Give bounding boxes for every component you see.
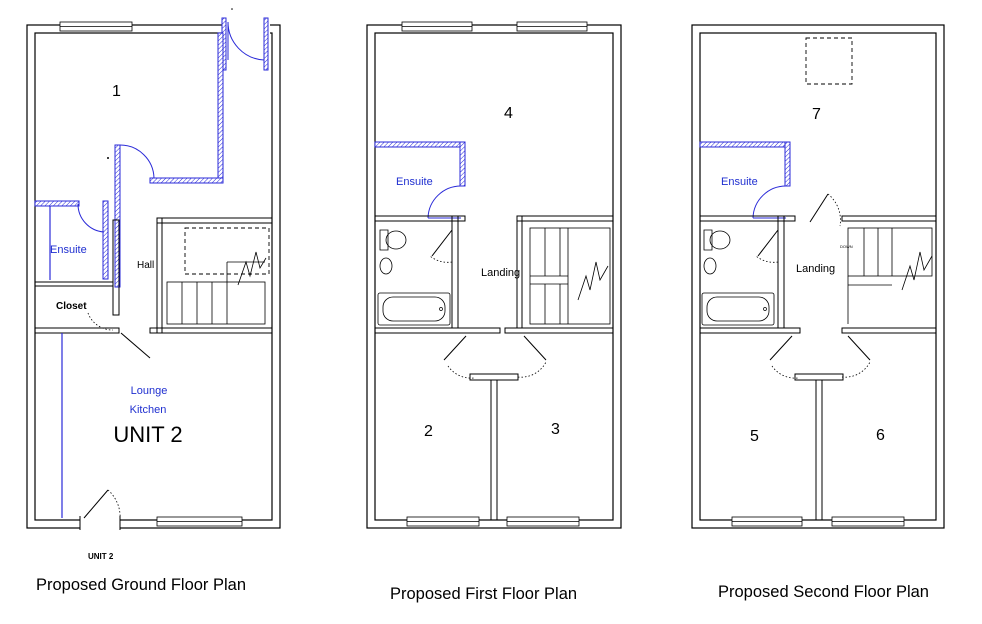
ground-floor-caption: Proposed Ground Floor Plan [36,576,246,594]
ground-ensuite-label: Ensuite [50,244,87,256]
ground-kitchen-label: Kitchen [130,404,167,416]
first-floor-caption: Proposed First Floor Plan [390,585,577,603]
second-landing-label: Landing [796,263,835,275]
entrance-door-swing [227,21,265,61]
ground-unit-title: UNIT 2 [113,422,182,447]
second-floor-caption: Proposed Second Floor Plan [718,583,929,601]
first-room-2-label: 2 [424,423,433,440]
second-room-7-label: 7 [812,106,821,123]
ground-outer-wall-inner [34,32,273,521]
first-room-4-label: 4 [504,105,513,122]
rooflight-outline [805,37,853,85]
ground-room-1-label: 1 [112,83,121,100]
second-stair-note: DOWN [840,244,853,249]
first-landing-label: Landing [481,267,520,279]
second-room-6-label: 6 [876,427,885,444]
first-room-3-label: 3 [551,421,560,438]
second-floor-plan: 7 Ensuite DOWN Landing 5 6 Proposed Seco… [691,24,945,601]
ground-unit-small-label: UNIT 2 [88,552,114,561]
ground-closet-label: Closet [56,301,87,312]
first-ensuite-label: Ensuite [396,176,433,188]
ground-floor-plan: 1 Ensuite Hall Closet Lounge Kitchen UNI… [26,8,281,594]
second-room-5-label: 5 [750,428,759,445]
first-floor-plan: 4 Ensuite Landing 2 3 Proposed First Flo… [366,21,622,603]
ground-lounge-label: Lounge [131,385,168,397]
ground-outer-wall-outer [26,24,281,529]
lounge-door-leaf [120,332,151,359]
front-door-leaf [83,489,109,519]
room1-door-swing [119,144,155,179]
ground-hall-label: Hall [137,260,154,271]
second-ensuite-label: Ensuite [721,176,758,188]
